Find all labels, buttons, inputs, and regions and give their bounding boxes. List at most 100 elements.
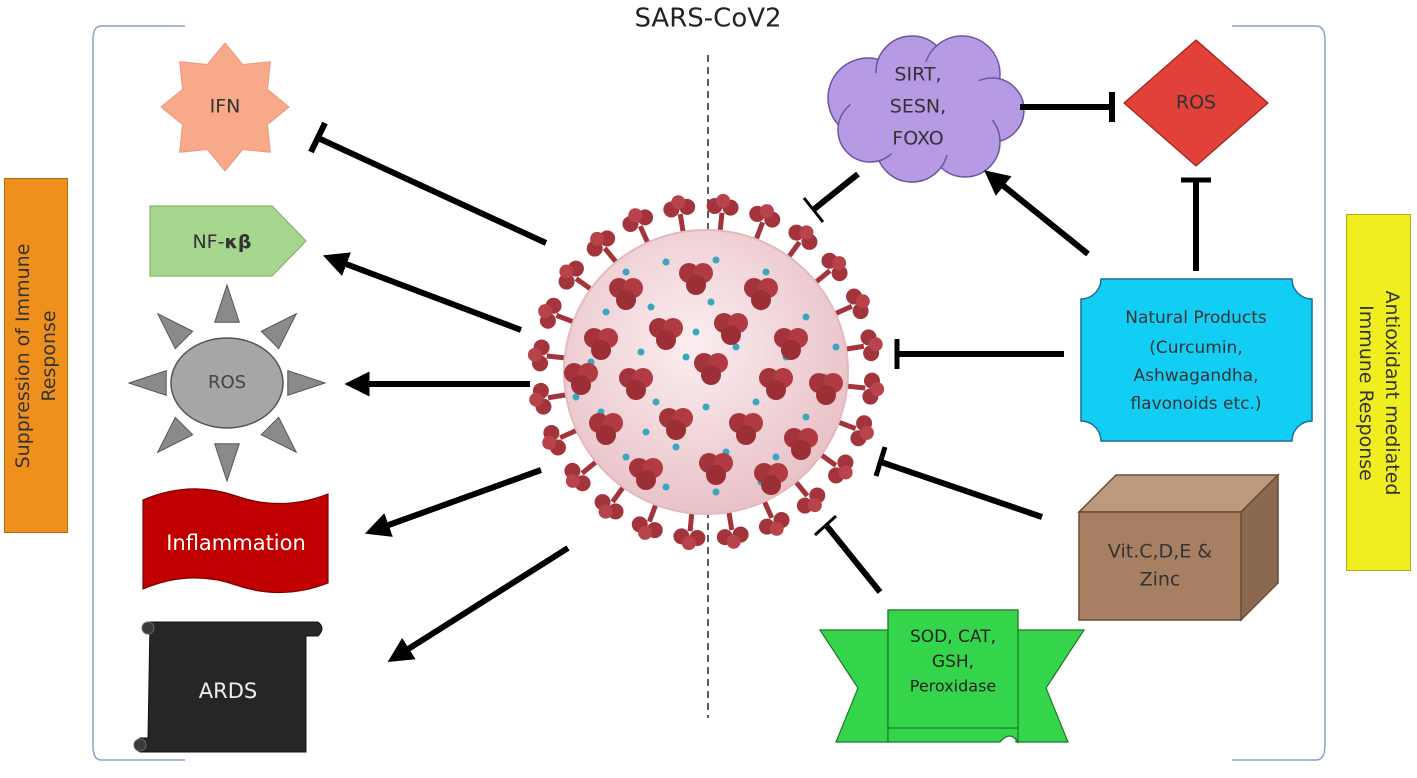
sun-ray — [156, 416, 194, 454]
spike-head — [559, 264, 574, 279]
virus-dot — [672, 443, 680, 451]
virus-dot — [712, 256, 720, 264]
virus-dot — [772, 453, 780, 461]
spike-head — [607, 503, 624, 520]
sun-ray — [260, 416, 298, 454]
vitamins-line-2: Zinc — [1140, 569, 1181, 591]
virus-dot — [832, 343, 840, 351]
spike-head — [628, 208, 643, 223]
virus-dot — [752, 398, 760, 406]
ros-right-node: ROS — [1123, 39, 1269, 167]
wave-banner-icon — [142, 488, 329, 594]
ifn-node: IFN — [160, 42, 290, 172]
protein-cluster — [766, 380, 786, 400]
virus-dot — [707, 298, 715, 306]
spike-head — [558, 273, 575, 290]
suppression-label-line-1: Suppression of Immune — [12, 243, 34, 468]
suppression-label-line-2: Response — [38, 309, 60, 402]
ards-label: ARDS — [199, 679, 257, 703]
spike-head — [671, 195, 686, 210]
vitamins-inhibits-virus — [873, 446, 1043, 520]
antioxidant-label-line-2: Immune Response — [1354, 304, 1377, 481]
protein-cluster — [591, 340, 611, 360]
spike-head — [759, 204, 774, 219]
vitamins-node: Vit.C,D,E & Zinc — [1077, 473, 1280, 622]
diamond-icon — [1123, 39, 1269, 167]
protein-cluster — [571, 375, 591, 395]
virus-dot — [762, 268, 770, 276]
protein-cluster — [636, 470, 656, 490]
sirt-sesn-foxo-node: SIRT, SESN, FOXO — [827, 35, 1025, 183]
sun-ray — [214, 283, 240, 323]
protein-cluster — [721, 325, 741, 345]
spike-head — [726, 534, 741, 549]
virus-dot — [682, 353, 690, 361]
protein-cluster — [626, 380, 646, 400]
protein-cluster — [596, 425, 616, 445]
virus-dot — [702, 403, 710, 411]
protein-cluster — [706, 465, 726, 485]
spike-head — [807, 498, 822, 513]
virus-dot — [712, 488, 720, 496]
natural-products-node: Natural Products (Curcumin, Ashwagandha,… — [1080, 278, 1313, 442]
box-icon — [1077, 473, 1280, 622]
sesn-label: SESN, — [890, 96, 946, 118]
protein-cluster — [781, 340, 801, 360]
spike-head — [638, 525, 653, 540]
virus-dot — [637, 348, 645, 356]
spike-head — [527, 347, 542, 362]
protein-cluster — [791, 440, 811, 460]
virus-dot — [662, 258, 670, 266]
sun-icon — [127, 283, 327, 483]
spike-head — [837, 454, 854, 471]
sun-ray — [260, 312, 298, 350]
foxo-label: FOXO — [892, 128, 943, 150]
antioxidant-label-line-1: Antioxidant mediated — [1380, 290, 1403, 495]
spike-head — [529, 392, 544, 407]
virus-dot — [692, 328, 700, 336]
ros-left-node: ROS — [127, 283, 327, 483]
nfkb-node: NF-κβ — [149, 205, 307, 277]
enzymes-line-3: Peroxidase — [910, 677, 997, 696]
spike-head — [598, 504, 613, 519]
ribbon-icon — [818, 609, 1086, 744]
spike-head — [832, 256, 847, 271]
ros-left-core — [170, 337, 284, 429]
right-bracket — [1232, 25, 1326, 761]
nfkb-label: NF-κβ — [192, 231, 251, 253]
plaque-icon — [1080, 278, 1313, 442]
ifn-label: IFN — [210, 96, 241, 118]
virus-dot — [732, 343, 740, 351]
left-bracket — [92, 25, 185, 761]
spike-head — [542, 435, 557, 450]
virus-dot — [572, 393, 580, 401]
protein-cluster — [751, 290, 771, 310]
virus-dot — [622, 268, 630, 276]
spike-head — [681, 536, 696, 551]
sun-ray — [214, 443, 240, 483]
protein-cluster — [686, 275, 706, 295]
spike-head — [838, 465, 853, 480]
spike-head — [799, 225, 814, 240]
natural-products-line-2: (Curcumin, — [1149, 338, 1242, 358]
inflammation-activation-arrow — [364, 467, 543, 537]
spike-head — [565, 473, 580, 488]
protein-cluster — [616, 290, 636, 310]
ifn-inhibition-line — [308, 121, 548, 246]
spike-head — [769, 521, 784, 536]
protein-cluster — [656, 330, 676, 350]
ards-activation-arrow — [387, 545, 570, 663]
inflammation-node: Inflammation — [142, 488, 329, 594]
virus-dot — [802, 413, 810, 421]
virus-dot — [647, 303, 655, 311]
virus-dot — [652, 398, 660, 406]
ros-right-label: ROS — [1176, 92, 1216, 114]
virus-dot — [622, 453, 630, 461]
suppression-label-box: Suppression of Immune Response — [4, 178, 68, 533]
virus-dot — [602, 308, 610, 316]
sirt-to-ros-inhibition — [1020, 92, 1115, 122]
natural-activates-sirt-arrow — [984, 170, 1090, 257]
spike-head — [855, 294, 870, 309]
nfkb-tag-icon — [149, 205, 307, 277]
